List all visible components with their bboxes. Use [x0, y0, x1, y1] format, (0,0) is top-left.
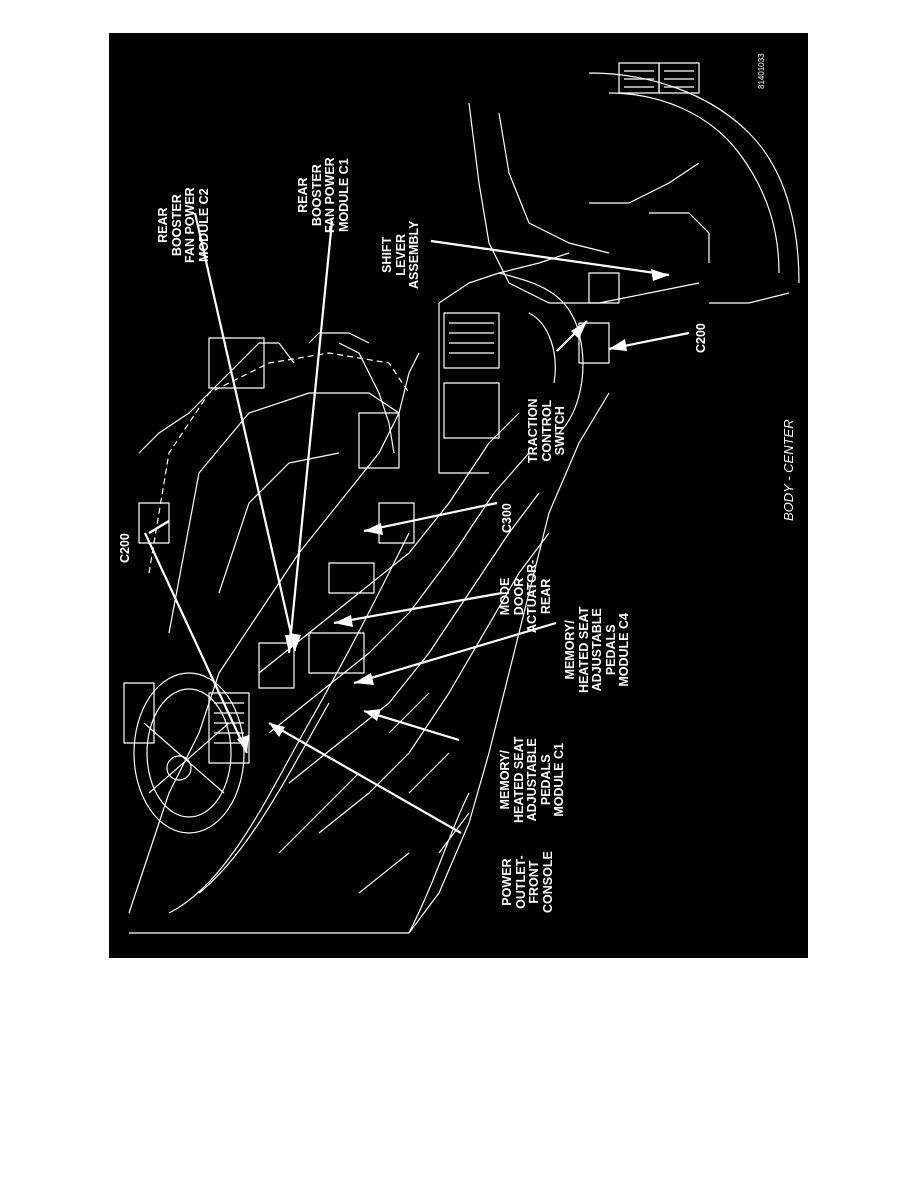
callout-shift-lever-assembly: SHIFT LEVER ASSEMBLY [380, 220, 421, 289]
figure-id: 81401033 [757, 53, 766, 89]
callout-c200-right: C200 [694, 323, 708, 353]
callout-mode-door-actuator-rear: MODE DOOR ACTUATOR- REAR [498, 559, 553, 633]
wiring-diagram: REAR BOOSTER FAN POWER MODULE C2 REAR BO… [109, 33, 808, 958]
callout-traction-control-switch: TRACTION CONTROL SWITCH [526, 398, 567, 463]
callout-memory-heated-seat-c1: MEMORY/ HEATED SEAT ADJUSTABLE PEDALS MO… [498, 736, 566, 823]
callout-memory-heated-seat-c4: MEMORY/ HEATED SEAT ADJUSTABLE PEDALS MO… [563, 606, 631, 693]
callout-rear-booster-c1: REAR BOOSTER FAN POWER MODULE C1 [296, 157, 351, 233]
callout-c300: C300 [500, 503, 514, 533]
callout-rear-booster-c2: REAR BOOSTER FAN POWER MODULE C2 [156, 187, 211, 263]
callout-c200-top: C200 [118, 533, 132, 563]
vehicle-illustration [123, 62, 800, 934]
diagram-caption: BODY - CENTER [781, 419, 796, 521]
callout-power-outlet-front-console: POWER OUTLET- FRONT CONSOLE [500, 851, 555, 913]
